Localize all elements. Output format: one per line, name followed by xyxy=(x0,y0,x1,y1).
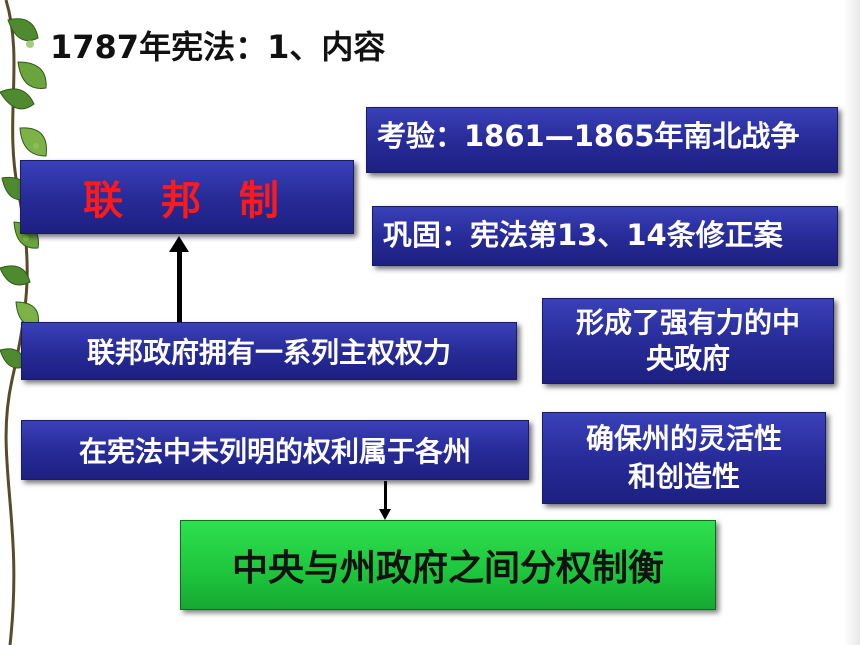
slide-title: 1787年宪法：1、内容 xyxy=(50,28,386,66)
state-rights-box: 在宪法中未列明的权利属于各州 xyxy=(21,420,529,480)
arrow-down-icon xyxy=(384,481,387,511)
arrow-up-icon xyxy=(177,250,182,322)
arrow-up-head xyxy=(169,236,189,252)
amendments-consolidation-box: 巩固：宪法第13、14条修正案 xyxy=(372,206,838,266)
flexibility-line-2: 和创造性 xyxy=(627,460,740,493)
federal-powers-box: 联邦政府拥有一系列主权权力 xyxy=(21,322,517,380)
checks-and-balances-box: 中央与州政府之间分权制衡 xyxy=(180,520,716,610)
civil-war-test-box: 考验：1861—1865年南北战争 xyxy=(366,107,838,173)
arrow-down-head xyxy=(379,509,391,520)
state-flexibility-box: 确保州的灵活性 和创造性 xyxy=(542,412,826,504)
flexibility-line-1: 确保州的灵活性 xyxy=(585,422,782,455)
strong-central-line-1: 形成了强有力的中 xyxy=(575,306,800,339)
slide-edge-shadow xyxy=(844,0,860,645)
strong-central-line-2: 央政府 xyxy=(645,342,730,375)
federal-system-box: 联 邦 制 xyxy=(20,160,354,234)
strong-central-government-box: 形成了强有力的中 央政府 xyxy=(542,298,834,384)
